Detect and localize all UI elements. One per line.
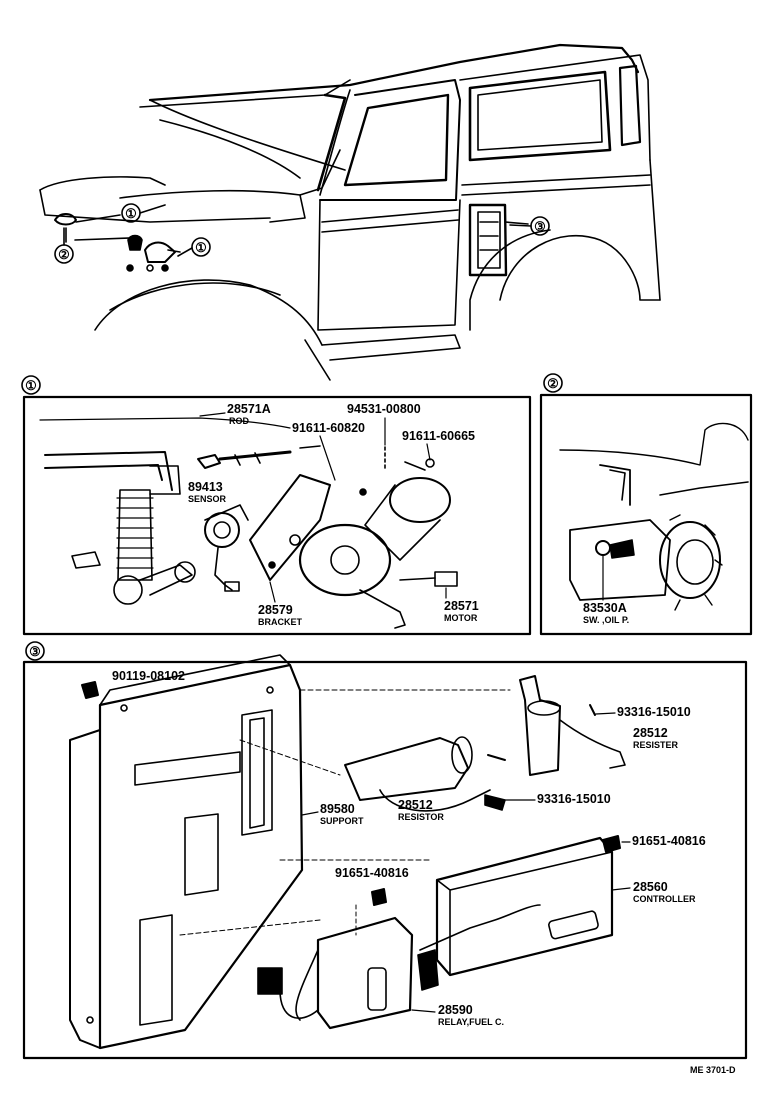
panel-2-frame	[539, 393, 753, 636]
panel-3-fuel-controller: ③	[22, 641, 748, 1060]
part-number: 91651-40816	[335, 866, 409, 880]
callout-label: ①	[195, 240, 207, 255]
part-number: 89413	[188, 480, 223, 494]
panel-1-frame	[22, 395, 532, 636]
part-number: 28571	[444, 599, 479, 613]
part-number: 28560	[633, 880, 668, 894]
part-number: 28590	[438, 1003, 473, 1017]
part-number: 91651-40816	[632, 834, 706, 848]
callout-circle	[191, 237, 211, 257]
panel-marker-label: ③	[29, 644, 41, 659]
part-name: SUPPORT	[320, 816, 364, 826]
callout-label: ②	[58, 247, 70, 262]
part-number: 28512	[633, 726, 668, 740]
part-name: RESISTOR	[398, 812, 444, 822]
part-number: 28512	[398, 798, 433, 812]
part-name: RESISTER	[633, 740, 679, 750]
callout-label: ③	[534, 219, 546, 234]
part-number: 91611-60665	[402, 429, 475, 443]
callout-label: ①	[125, 206, 137, 221]
part-number: 28579	[258, 603, 293, 617]
part-number: 83530A	[583, 601, 627, 615]
panel-marker	[25, 641, 45, 661]
part-name: RELAY,FUEL C.	[438, 1017, 504, 1027]
panel-marker-label: ②	[547, 376, 559, 391]
part-name: ROD	[229, 416, 250, 426]
part-name: CONTROLLER	[633, 894, 696, 904]
part-number: 93316-15010	[537, 792, 611, 806]
panel-marker	[543, 373, 563, 393]
part-number: 28571A	[227, 402, 271, 416]
part-number: 89580	[320, 802, 355, 816]
part-number: 94531-00800	[347, 402, 421, 416]
panel-2-oil-pressure-switch: ②	[539, 373, 753, 636]
panel-marker-label: ①	[25, 378, 37, 393]
panel-3-labels: 90119-08102 93316-15010 28512 RESISTER 9…	[112, 669, 706, 1027]
part-name: BRACKET	[258, 617, 303, 627]
part-name: SENSOR	[188, 494, 227, 504]
overview-callouts: ① ① ② ③	[54, 203, 550, 264]
part-name: SW. ,OIL P.	[583, 615, 629, 625]
panel-3-frame	[22, 660, 748, 1060]
part-number: 93316-15010	[617, 705, 691, 719]
panel-2-labels: 83530A SW. ,OIL P.	[583, 601, 629, 625]
panel-1-labels: 28571A ROD 94531-00800 91611-60820 91611…	[188, 402, 479, 627]
panel-1-wiper-motor: ①	[21, 375, 532, 636]
drawing-code: ME 3701-D	[690, 1065, 736, 1075]
panel-marker	[21, 375, 41, 395]
part-number: 90119-08102	[112, 669, 185, 683]
part-name: MOTOR	[444, 613, 478, 623]
part-number: 91611-60820	[292, 421, 365, 435]
vehicle-body-drawing	[39, 43, 661, 381]
